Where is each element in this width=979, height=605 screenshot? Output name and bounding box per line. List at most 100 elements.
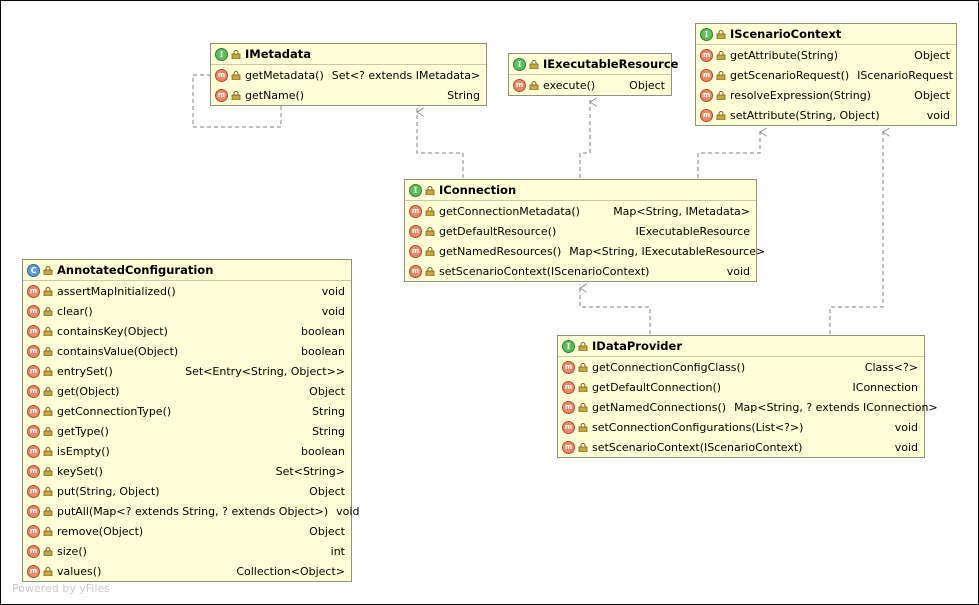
method-name: getScenarioRequest() [730, 68, 850, 82]
return-type: String [447, 88, 480, 102]
method-icon: m [27, 524, 40, 538]
visibility-icon [43, 566, 53, 576]
method-icon: m [27, 284, 40, 298]
method-icon: m [409, 224, 422, 238]
method-icon: m [27, 424, 40, 438]
edge-iconnection-iscenario [697, 127, 767, 178]
method-icon: m [700, 68, 713, 82]
return-type: Object [914, 88, 950, 102]
method-name: clear() [57, 304, 93, 318]
method-icon: m [562, 380, 575, 394]
visibility-icon [43, 326, 53, 336]
method-icon: m [27, 464, 40, 478]
method-icon: m [27, 304, 40, 318]
visibility-icon [578, 402, 588, 412]
method-name: setConnectionConfigurations(List<?>) [592, 420, 804, 434]
visibility-icon [231, 70, 241, 80]
visibility-icon [578, 442, 588, 452]
method-icon: m [27, 504, 40, 518]
visibility-icon [425, 206, 435, 216]
return-type: void [726, 264, 750, 278]
method-name: getType() [57, 424, 109, 438]
visibility-icon [578, 362, 588, 372]
visibility-icon [716, 90, 726, 100]
interface-icon: I [215, 47, 228, 61]
method-name: getNamedConnections() [592, 400, 727, 414]
visibility-icon [43, 466, 53, 476]
visibility-icon [43, 346, 53, 356]
class-name: IDataProvider [592, 339, 682, 353]
interface-icon: I [700, 27, 713, 41]
visibility-icon [43, 526, 53, 536]
method-icon: m [27, 544, 40, 558]
method-icon: m [562, 420, 575, 434]
method-icon: m [27, 324, 40, 338]
method-row-clear[interactable]: m clear() void [23, 301, 351, 321]
method-name: containsKey(Object) [57, 324, 168, 338]
method-name: getName() [245, 88, 305, 102]
visibility-icon [43, 286, 53, 296]
visibility-icon [425, 266, 435, 276]
class-name: IMetadata [245, 47, 312, 61]
visibility-icon [716, 110, 726, 120]
return-type: boolean [301, 444, 345, 458]
method-icon: m [513, 78, 526, 92]
method-name: resolveExpression(String) [730, 88, 871, 102]
method-icon: m [700, 108, 713, 122]
method-name: containsValue(Object) [57, 344, 179, 358]
method-icon: m [27, 564, 40, 578]
class-name: IScenarioContext [730, 27, 842, 41]
visibility-icon [578, 422, 588, 432]
method-name: getAttribute(String) [730, 48, 839, 62]
method-icon: m [27, 444, 40, 458]
visibility-icon [43, 446, 53, 456]
class-name: IConnection [439, 183, 517, 197]
return-type: void [894, 440, 918, 454]
method-icon: m [409, 244, 422, 258]
method-name: values() [57, 564, 102, 578]
method-name: entrySet() [57, 364, 113, 378]
class-name: IExecutableResource [543, 57, 679, 71]
public-visibility-icon [231, 49, 241, 59]
return-type: void [321, 304, 345, 318]
